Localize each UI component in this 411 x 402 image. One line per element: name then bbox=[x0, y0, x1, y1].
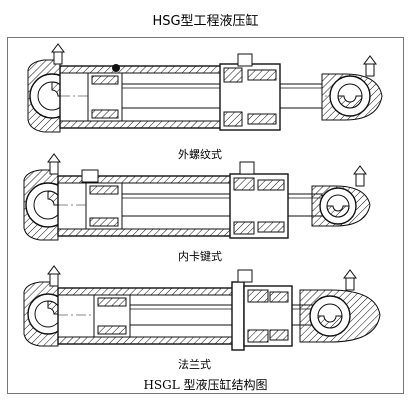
cylinder-flange bbox=[23, 265, 381, 351]
caption-internal-key: 内卡键式 bbox=[178, 250, 222, 263]
cylinder-external-thread bbox=[27, 43, 383, 133]
cylinder-internal-key bbox=[23, 153, 371, 241]
caption-flange: 法兰式 bbox=[178, 358, 211, 371]
figure-caption: HSGL 型液压缸结构图 bbox=[143, 378, 268, 392]
page-title: HSG型工程液压缸 bbox=[152, 14, 259, 29]
caption-external-thread: 外螺纹式 bbox=[178, 148, 222, 161]
